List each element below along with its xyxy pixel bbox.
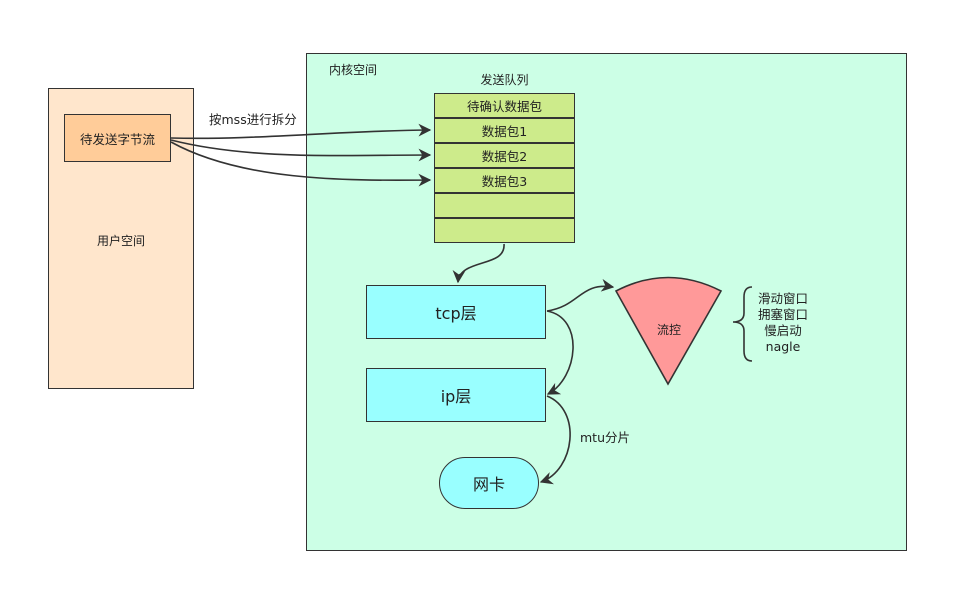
- flow-control-shape[interactable]: [614, 276, 723, 386]
- flow-control-label: 流控: [656, 323, 681, 337]
- mechanism-brace: [732, 286, 753, 362]
- queue-cell-packet-3[interactable]: 数据包3: [434, 168, 575, 193]
- edge-stream-to-packet-3: [170, 141, 432, 187]
- edge-tcp-to-ip: [546, 310, 574, 395]
- queue-cell-empty[interactable]: [434, 193, 575, 218]
- kernel-space-label: 内核空间: [329, 63, 378, 77]
- nic-node[interactable]: 网卡: [439, 457, 539, 509]
- edge-stream-to-packet-2: [170, 139, 432, 162]
- mtu-fragment-label: mtu分片: [580, 430, 630, 445]
- byte-stream-node[interactable]: 待发送字节流: [64, 114, 171, 162]
- mechanism-nagle: nagle: [765, 339, 801, 354]
- queue-cell-empty[interactable]: [434, 218, 575, 243]
- mechanism-sliding-window: 滑动窗口: [757, 291, 808, 306]
- queue-cell-unacked[interactable]: 待确认数据包: [434, 93, 575, 118]
- tcp-layer-node[interactable]: tcp层: [366, 285, 546, 339]
- mechanism-congestion-window: 拥塞窗口: [757, 307, 808, 322]
- queue-cell-packet-2[interactable]: 数据包2: [434, 143, 575, 168]
- flow-control-mechanisms: 滑动窗口 拥塞窗口 慢启动 nagle: [752, 291, 814, 355]
- mss-split-label: 按mss进行拆分: [209, 112, 297, 127]
- mechanism-slow-start: 慢启动: [764, 323, 802, 338]
- user-space-label: 用户空间: [96, 234, 145, 248]
- edge-ip-to-nic: [539, 395, 571, 485]
- send-queue-title: 发送队列: [480, 73, 529, 87]
- edge-stream-to-packet-1: [170, 123, 432, 140]
- edge-queue-to-tcp: [452, 243, 505, 284]
- ip-layer-node[interactable]: ip层: [366, 368, 546, 422]
- queue-cell-packet-1[interactable]: 数据包1: [434, 118, 575, 143]
- edge-tcp-to-flow-control: [546, 278, 615, 312]
